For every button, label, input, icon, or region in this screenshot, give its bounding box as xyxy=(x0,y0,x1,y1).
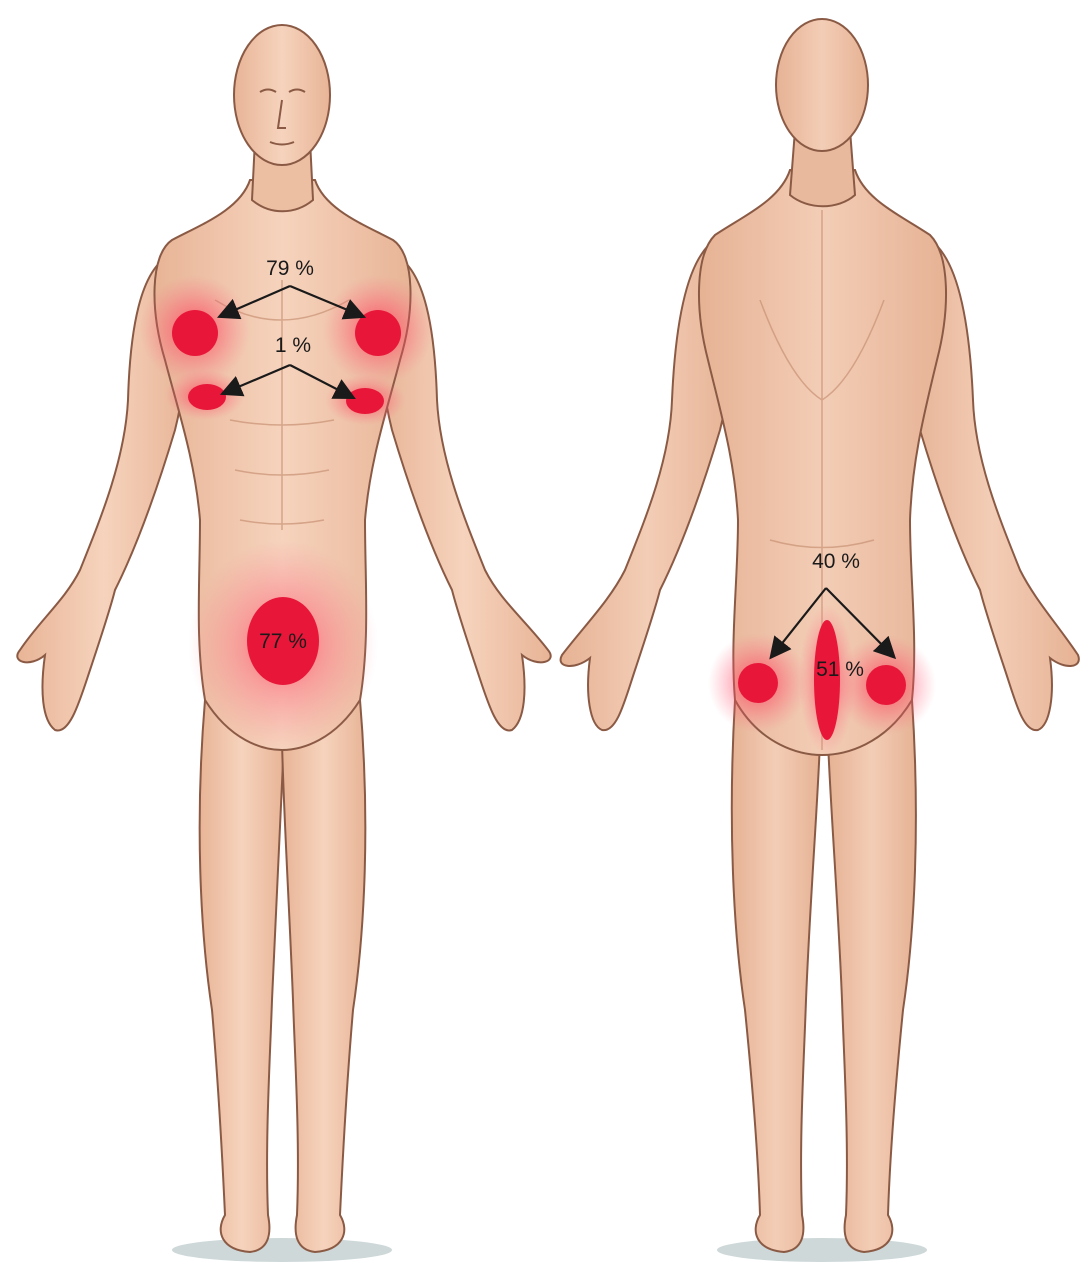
posterior-body: 40 % 51 % xyxy=(561,19,1079,1262)
chest-pain-label: 79 % xyxy=(266,257,314,280)
front-left-leg xyxy=(200,700,284,1252)
armpit-right-pain-spot xyxy=(346,388,384,414)
chest-left-pain-spot xyxy=(172,310,218,356)
chest-right-pain-spot xyxy=(355,310,401,356)
floor-shadow-back xyxy=(717,1238,927,1262)
buttock-left-pain-spot xyxy=(738,663,778,703)
back-left-leg xyxy=(732,700,820,1252)
anterior-body: 79 % 1 % 77 % xyxy=(17,25,550,1262)
front-right-leg xyxy=(282,700,365,1252)
buttock-right-pain-spot xyxy=(866,665,906,705)
back-right-leg xyxy=(828,700,916,1252)
buttock-pain-label: 40 % xyxy=(812,550,860,573)
back-head xyxy=(776,19,868,151)
armpit-left-pain-spot xyxy=(188,384,226,410)
sacral-pain-label: 51 % xyxy=(816,658,864,681)
floor-shadow-front xyxy=(172,1238,392,1262)
armpit-pain-label: 1 % xyxy=(275,334,311,357)
groin-pain-label: 77 % xyxy=(259,630,307,653)
